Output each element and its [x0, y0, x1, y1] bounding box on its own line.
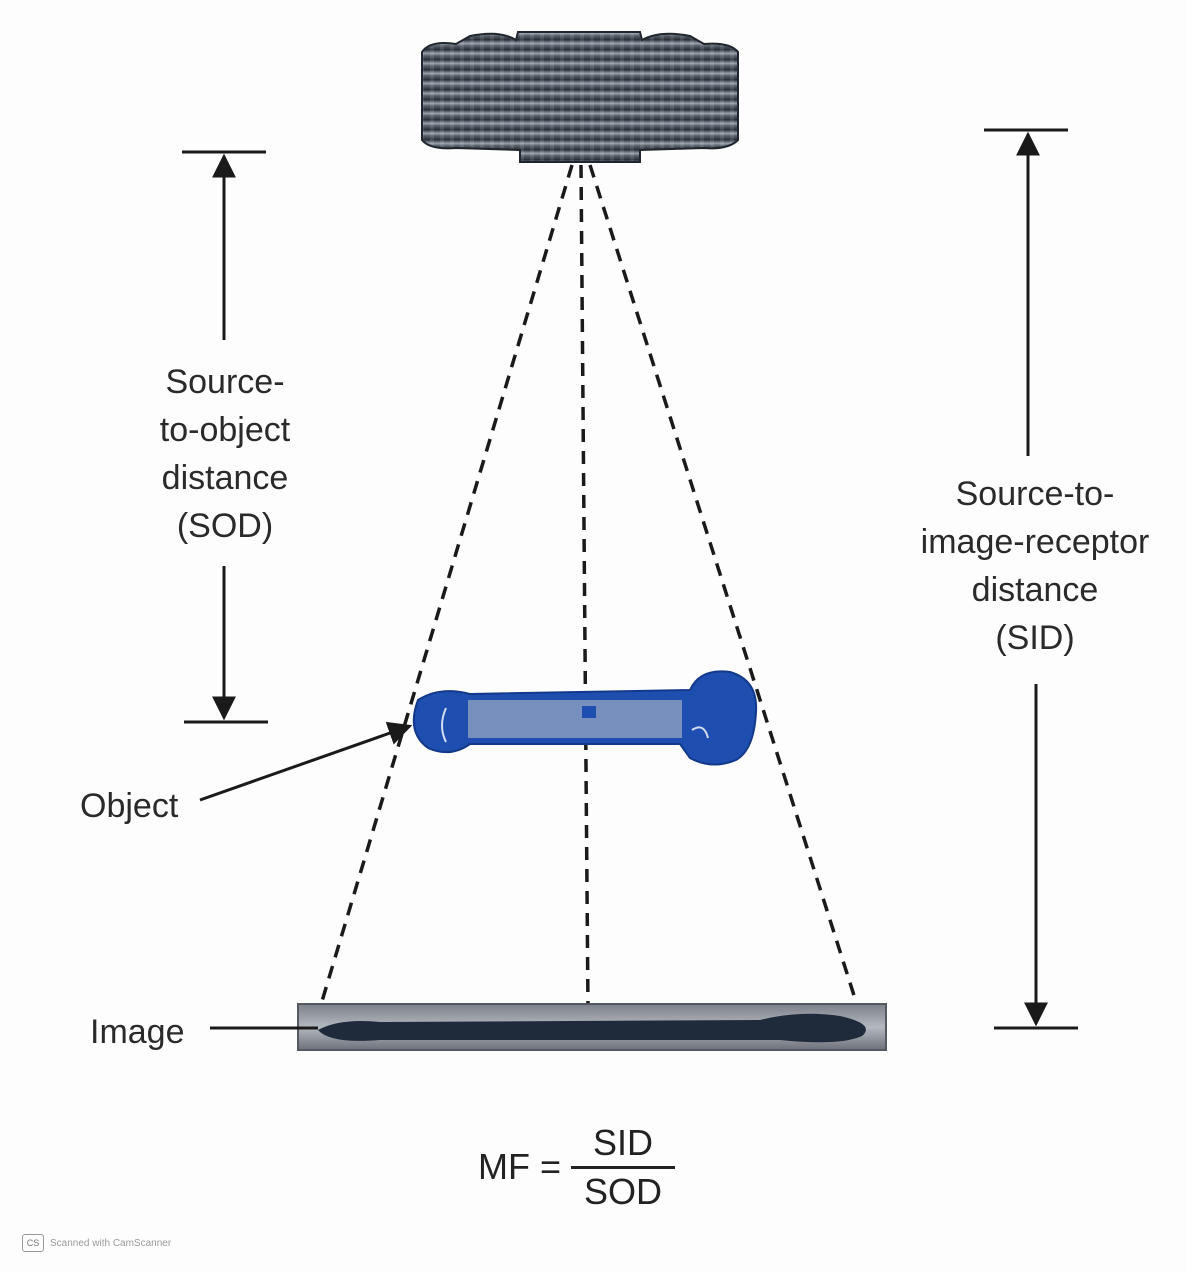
bone-center-mark: [582, 706, 596, 718]
beam-right: [588, 164, 860, 1009]
image-label: Image: [90, 1013, 185, 1051]
object-pointer: [199, 721, 413, 802]
sid-label-line: Source-to-: [955, 475, 1115, 513]
bone-highlight-left: [441, 707, 447, 743]
object-label: Object: [80, 787, 179, 825]
sod-label-line: to-object: [159, 411, 291, 449]
tube-body: [421, 31, 739, 163]
sod-label-line: (SOD): [176, 507, 274, 545]
image-receptor: [297, 1003, 887, 1051]
fraction-bar: [571, 1165, 676, 1169]
sid-label-line: distance: [971, 571, 1099, 609]
sid-label-line: (SID): [995, 619, 1075, 657]
formula-fraction: SID SOD: [571, 1120, 676, 1215]
sod-label-line: distance: [161, 459, 289, 497]
object-bone: [412, 670, 758, 766]
beam-center: [579, 164, 590, 1009]
magnification-formula: MF = SID SOD: [478, 1112, 676, 1222]
beam-lines: [318, 164, 860, 1009]
bone-shaft: [468, 700, 682, 738]
formula-lhs: MF =: [478, 1146, 562, 1187]
scanner-watermark: CS Scanned with CamScanner: [22, 1234, 171, 1252]
beam-left: [318, 164, 574, 1009]
camscanner-logo: CS: [22, 1234, 44, 1252]
sod-dimension: [182, 150, 268, 724]
bone-highlight-right: [691, 726, 709, 739]
sid-label: Source-to- image-receptor distance (SID): [905, 470, 1165, 662]
sid-dimension: [984, 128, 1078, 1030]
bone-shadow: [318, 1013, 866, 1043]
sod-label: Source- to-object distance (SOD): [120, 358, 330, 550]
watermark-text: Scanned with CamScanner: [50, 1237, 172, 1249]
formula-numerator: SID: [593, 1121, 654, 1163]
formula-denominator: SOD: [584, 1170, 663, 1212]
sod-label-line: Source-: [165, 363, 285, 401]
sid-label-line: image-receptor: [920, 523, 1150, 561]
xray-tube: [421, 31, 739, 163]
